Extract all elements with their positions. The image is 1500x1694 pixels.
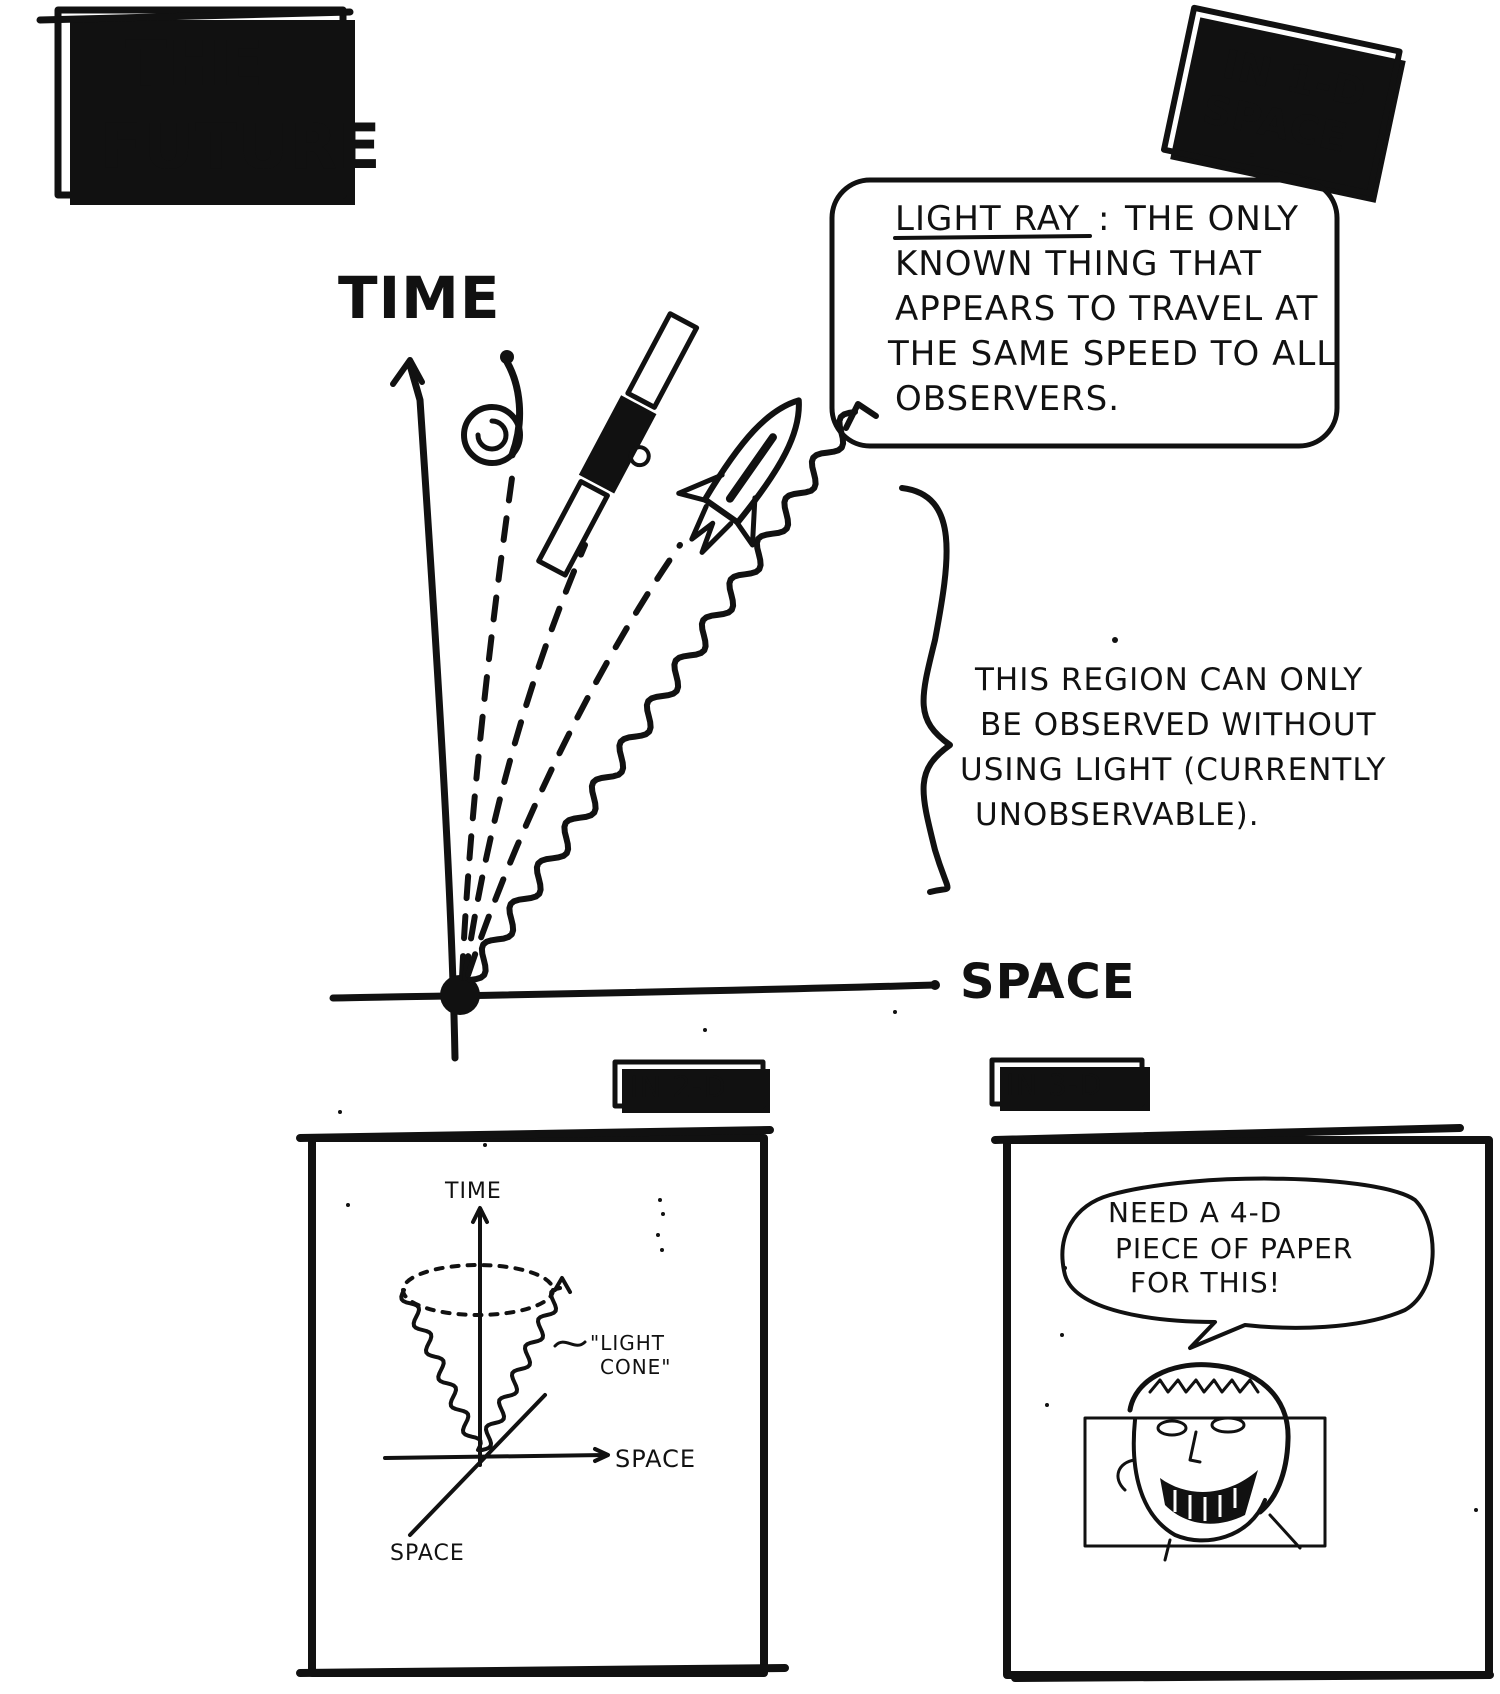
- callout-heading: LIGHT RAY: [895, 199, 1080, 239]
- rocket-worldline: [465, 542, 683, 978]
- panel-2d-time-label: TIME: [444, 1179, 502, 1204]
- callout-heading-underline: [893, 234, 1092, 240]
- light-cone-label-2: CONE": [600, 1355, 672, 1379]
- character-ear: [1116, 1458, 1137, 1492]
- callout-line-4: THE SAME SPEED TO ALL: [887, 334, 1336, 374]
- light-ray-wave: [467, 409, 858, 983]
- speech-line-2: PIECE OF PAPER: [1115, 1232, 1353, 1265]
- time-axis-arrow: [390, 357, 425, 387]
- rocket-icon: [676, 397, 802, 555]
- light-cone-left-edge: [399, 1288, 483, 1452]
- speech-line-1: NEED A 4-D: [1108, 1196, 1282, 1229]
- panel-3d: IN 3-D NEED A 4-D PIECE OF PAPER FOR THI…: [989, 1057, 1494, 1682]
- character-left-eye: [1156, 1419, 1188, 1437]
- time-axis: [406, 361, 459, 1062]
- dimension-badge: IN 1-D SPACE: [1160, 4, 1406, 203]
- space-axis: [329, 981, 939, 1002]
- speech-bubble: NEED A 4-D PIECE OF PAPER FOR THIS!: [1060, 1176, 1435, 1350]
- snail-worldline: [459, 475, 515, 981]
- region-note-line-3: USING LIGHT (CURRENTLY: [960, 752, 1386, 788]
- space-axis-label: SPACE: [960, 954, 1136, 1010]
- light-cone-label-1: "LIGHT: [590, 1331, 665, 1355]
- light-ray-callout: LIGHT RAY : THE ONLY KNOWN THING THAT AP…: [829, 177, 1340, 449]
- callout-line-5: OBSERVERS.: [895, 379, 1120, 419]
- light-ray-arrow: [843, 401, 879, 431]
- character-mouth: [1160, 1470, 1258, 1524]
- snail-icon: [461, 350, 524, 466]
- character-nose: [1188, 1430, 1202, 1464]
- origin-point: [440, 975, 480, 1015]
- panel-3d-tag: IN 3-D: [989, 1057, 1150, 1111]
- ink-specks: [338, 153, 1478, 1512]
- callout-colon: :: [1098, 199, 1110, 239]
- satellite-icon: [536, 311, 700, 578]
- time-axis-label: TIME: [338, 264, 500, 332]
- character-hair: [1127, 1362, 1291, 1515]
- satellite-worldline: [462, 542, 588, 981]
- callout-line-3: APPEARS TO TRAVEL AT: [895, 289, 1318, 329]
- title-line-1: THE: [125, 27, 265, 100]
- panel-2d-space-axis: [383, 1453, 607, 1460]
- region-note-line-2: BE OBSERVED WITHOUT: [980, 707, 1377, 743]
- speech-line-3: FOR THIS!: [1130, 1266, 1281, 1299]
- panel-2d-tag-text: IN 2-D: [630, 1070, 727, 1104]
- title-box: THE FUTURE: [36, 6, 381, 205]
- panel-2d-space-right-label: SPACE: [615, 1445, 696, 1473]
- region-note: THIS REGION CAN ONLY BE OBSERVED WITHOUT…: [960, 662, 1386, 833]
- panel-2d: IN 2-D TIME SPACE SPACE "LIGHT CONE": [296, 1059, 789, 1677]
- paper-sheet: [1083, 1416, 1327, 1548]
- space-axis-tip: [930, 980, 940, 990]
- panel-2d-depth-axis: [408, 1393, 547, 1537]
- character-sketch: [1083, 1362, 1327, 1562]
- panel-3d-tag-text: IN 3-D: [1006, 1068, 1103, 1102]
- panel-2d-frame: [308, 1134, 768, 1677]
- callout-line-1: THE ONLY: [1124, 199, 1299, 239]
- panel-2d-tag: IN 2-D: [612, 1059, 770, 1113]
- title-line-2: FUTURE: [100, 110, 381, 183]
- spacetime-diagram: TIME SPACE: [329, 177, 1386, 1062]
- character-face: [1131, 1418, 1267, 1543]
- callout-line-2: KNOWN THING THAT: [895, 244, 1262, 284]
- region-brace: [899, 485, 953, 895]
- panel-2d-space-left-label: SPACE: [390, 1541, 465, 1566]
- region-note-line-4: UNOBSERVABLE).: [975, 797, 1260, 833]
- region-note-line-1: THIS REGION CAN ONLY: [974, 662, 1363, 698]
- character-right-eye: [1210, 1416, 1246, 1434]
- light-cone-right-edge: [480, 1286, 562, 1452]
